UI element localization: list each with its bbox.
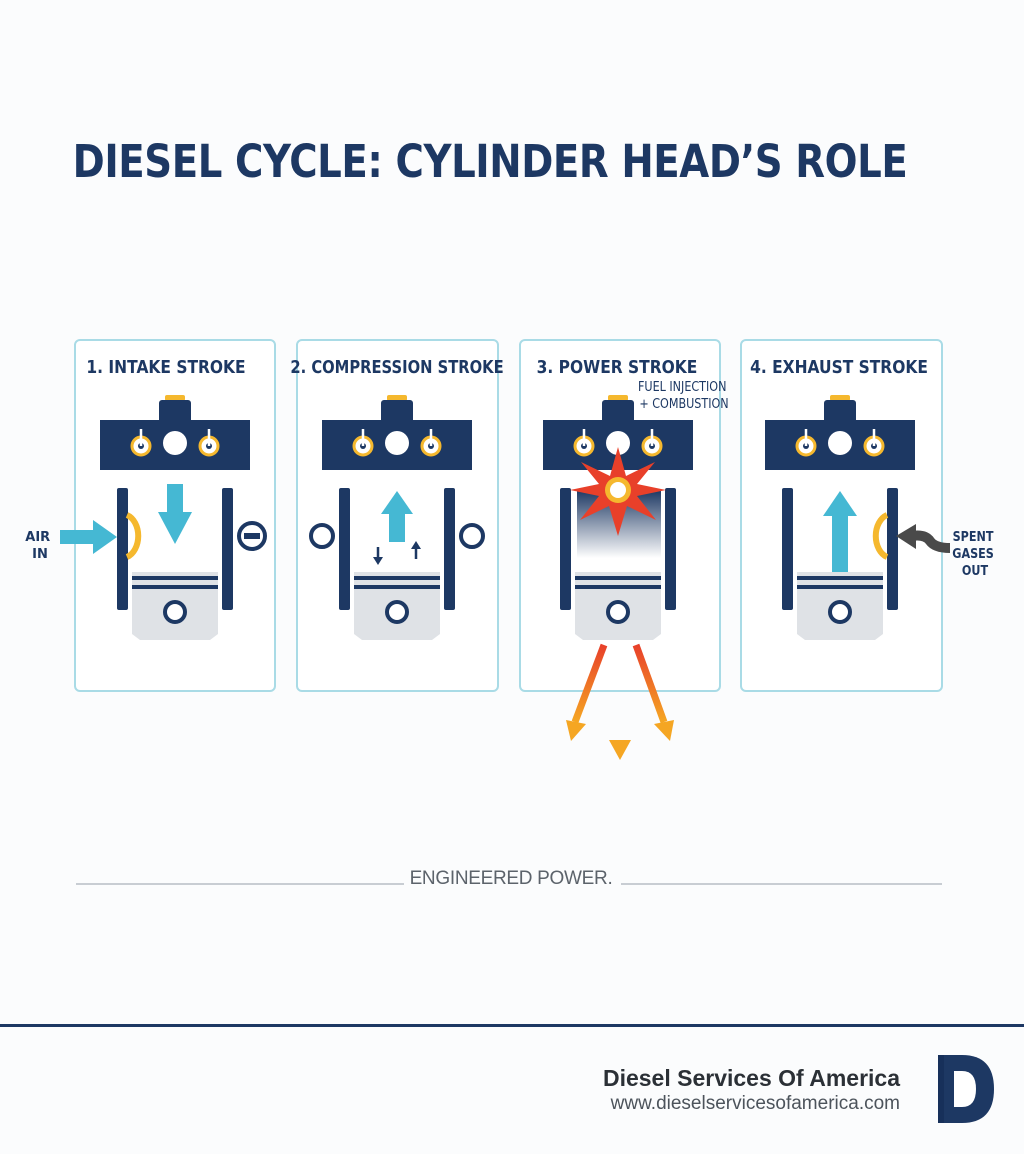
small-up-arrow-icon bbox=[411, 541, 421, 549]
piston bbox=[130, 570, 220, 642]
company-logo bbox=[938, 1055, 994, 1123]
panel-title: 2. COMPRESSION STROKE bbox=[290, 357, 503, 378]
arrow-left-icon bbox=[896, 524, 916, 549]
page-title: DIESEL CYCLE: CYLINDER HEAD’S ROLE bbox=[72, 135, 908, 188]
divider-left bbox=[76, 883, 404, 885]
company-info: Diesel Services Of America www.dieselser… bbox=[603, 1064, 900, 1116]
power-rays bbox=[566, 643, 674, 760]
tagline: ENGINEERED POWER. bbox=[409, 868, 613, 889]
piston bbox=[573, 570, 663, 642]
piston bbox=[795, 570, 885, 642]
panel-exhaust-stroke: 4. EXHAUST STROKE bbox=[740, 339, 951, 692]
arrow-right-icon bbox=[93, 520, 117, 554]
panel-title: 4. EXHAUST STROKE bbox=[750, 356, 928, 377]
air-in-label: AIR IN bbox=[25, 530, 54, 562]
company-name: Diesel Services Of America bbox=[602, 1065, 900, 1091]
divider-right bbox=[621, 883, 942, 885]
company-url: www.dieselservicesofamerica.com bbox=[610, 1093, 900, 1114]
spent-gases-label: SPENT GASES OUT bbox=[952, 529, 997, 578]
down-arrow-icon bbox=[158, 512, 192, 544]
panel-title: 3. POWER STROKE bbox=[537, 356, 698, 377]
up-arrow-icon bbox=[381, 491, 413, 514]
up-arrow-icon bbox=[823, 491, 857, 516]
footer-divider bbox=[0, 1024, 1024, 1027]
small-down-arrow-icon bbox=[373, 557, 383, 565]
piston bbox=[352, 570, 442, 642]
panel-title: 1. INTAKE STROKE bbox=[86, 356, 245, 377]
fuel-injection-label: FUEL INJECTION + COMBUSTION bbox=[638, 379, 730, 411]
panel-compression-stroke: 2. COMPRESSION STROKE bbox=[290, 339, 504, 692]
panel-intake-stroke: 1. INTAKE STROKE bbox=[60, 339, 276, 692]
